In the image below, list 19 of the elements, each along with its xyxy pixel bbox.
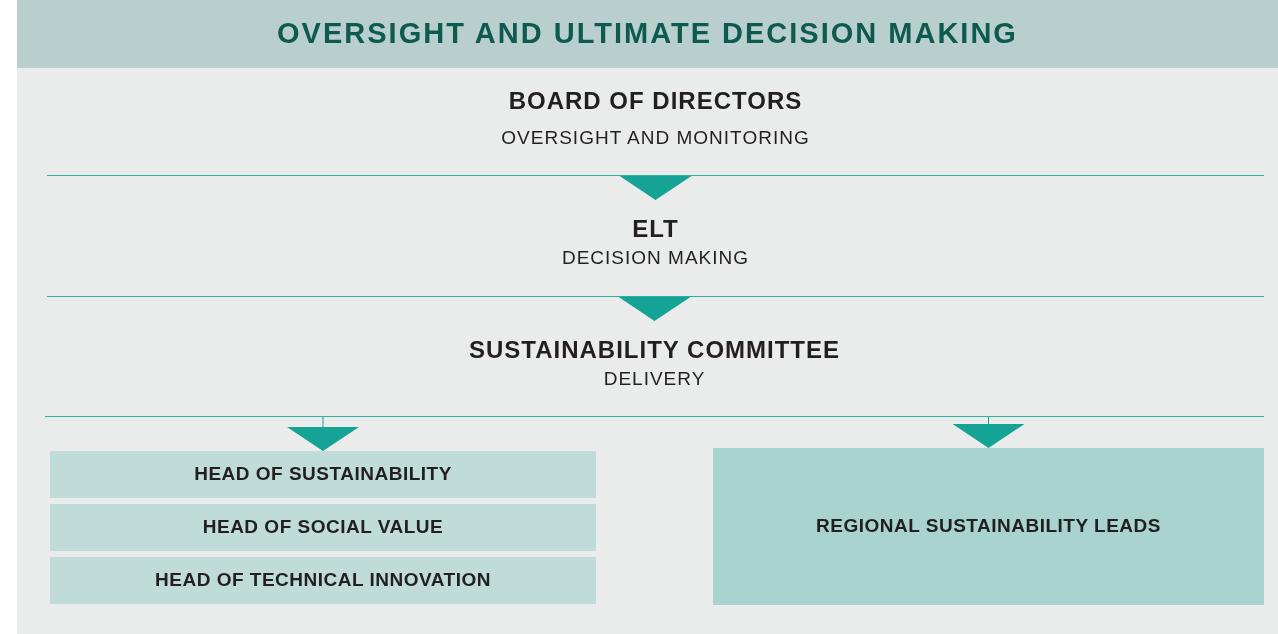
level-heading: SUSTAINABILITY COMMITTEE xyxy=(468,335,841,365)
arrow xyxy=(287,416,359,452)
role-label: HEAD OF SOCIAL VALUE xyxy=(202,515,444,540)
role-label: REGIONAL SUSTAINABILITY LEADS xyxy=(816,514,1161,539)
level-heading: ELT xyxy=(632,214,679,244)
role-box xyxy=(50,451,596,498)
role-box xyxy=(713,448,1264,605)
level-subtitle: OVERSIGHT AND MONITORING xyxy=(501,126,810,150)
role-box xyxy=(50,557,596,604)
role-label: HEAD OF SUSTAINABILITY xyxy=(194,462,452,487)
title-banner: OVERSIGHT AND ULTIMATE DECISION MAKING xyxy=(17,0,1278,68)
arrow xyxy=(952,416,1025,449)
level-subtitle: DECISION MAKING xyxy=(561,246,750,270)
role-box xyxy=(50,504,596,551)
arrow xyxy=(619,175,692,201)
role-label: HEAD OF TECHNICAL INNOVATION xyxy=(155,568,491,593)
arrow xyxy=(618,296,691,322)
level-heading: BOARD OF DIRECTORS xyxy=(508,86,803,116)
level-subtitle: DELIVERY xyxy=(603,367,706,391)
